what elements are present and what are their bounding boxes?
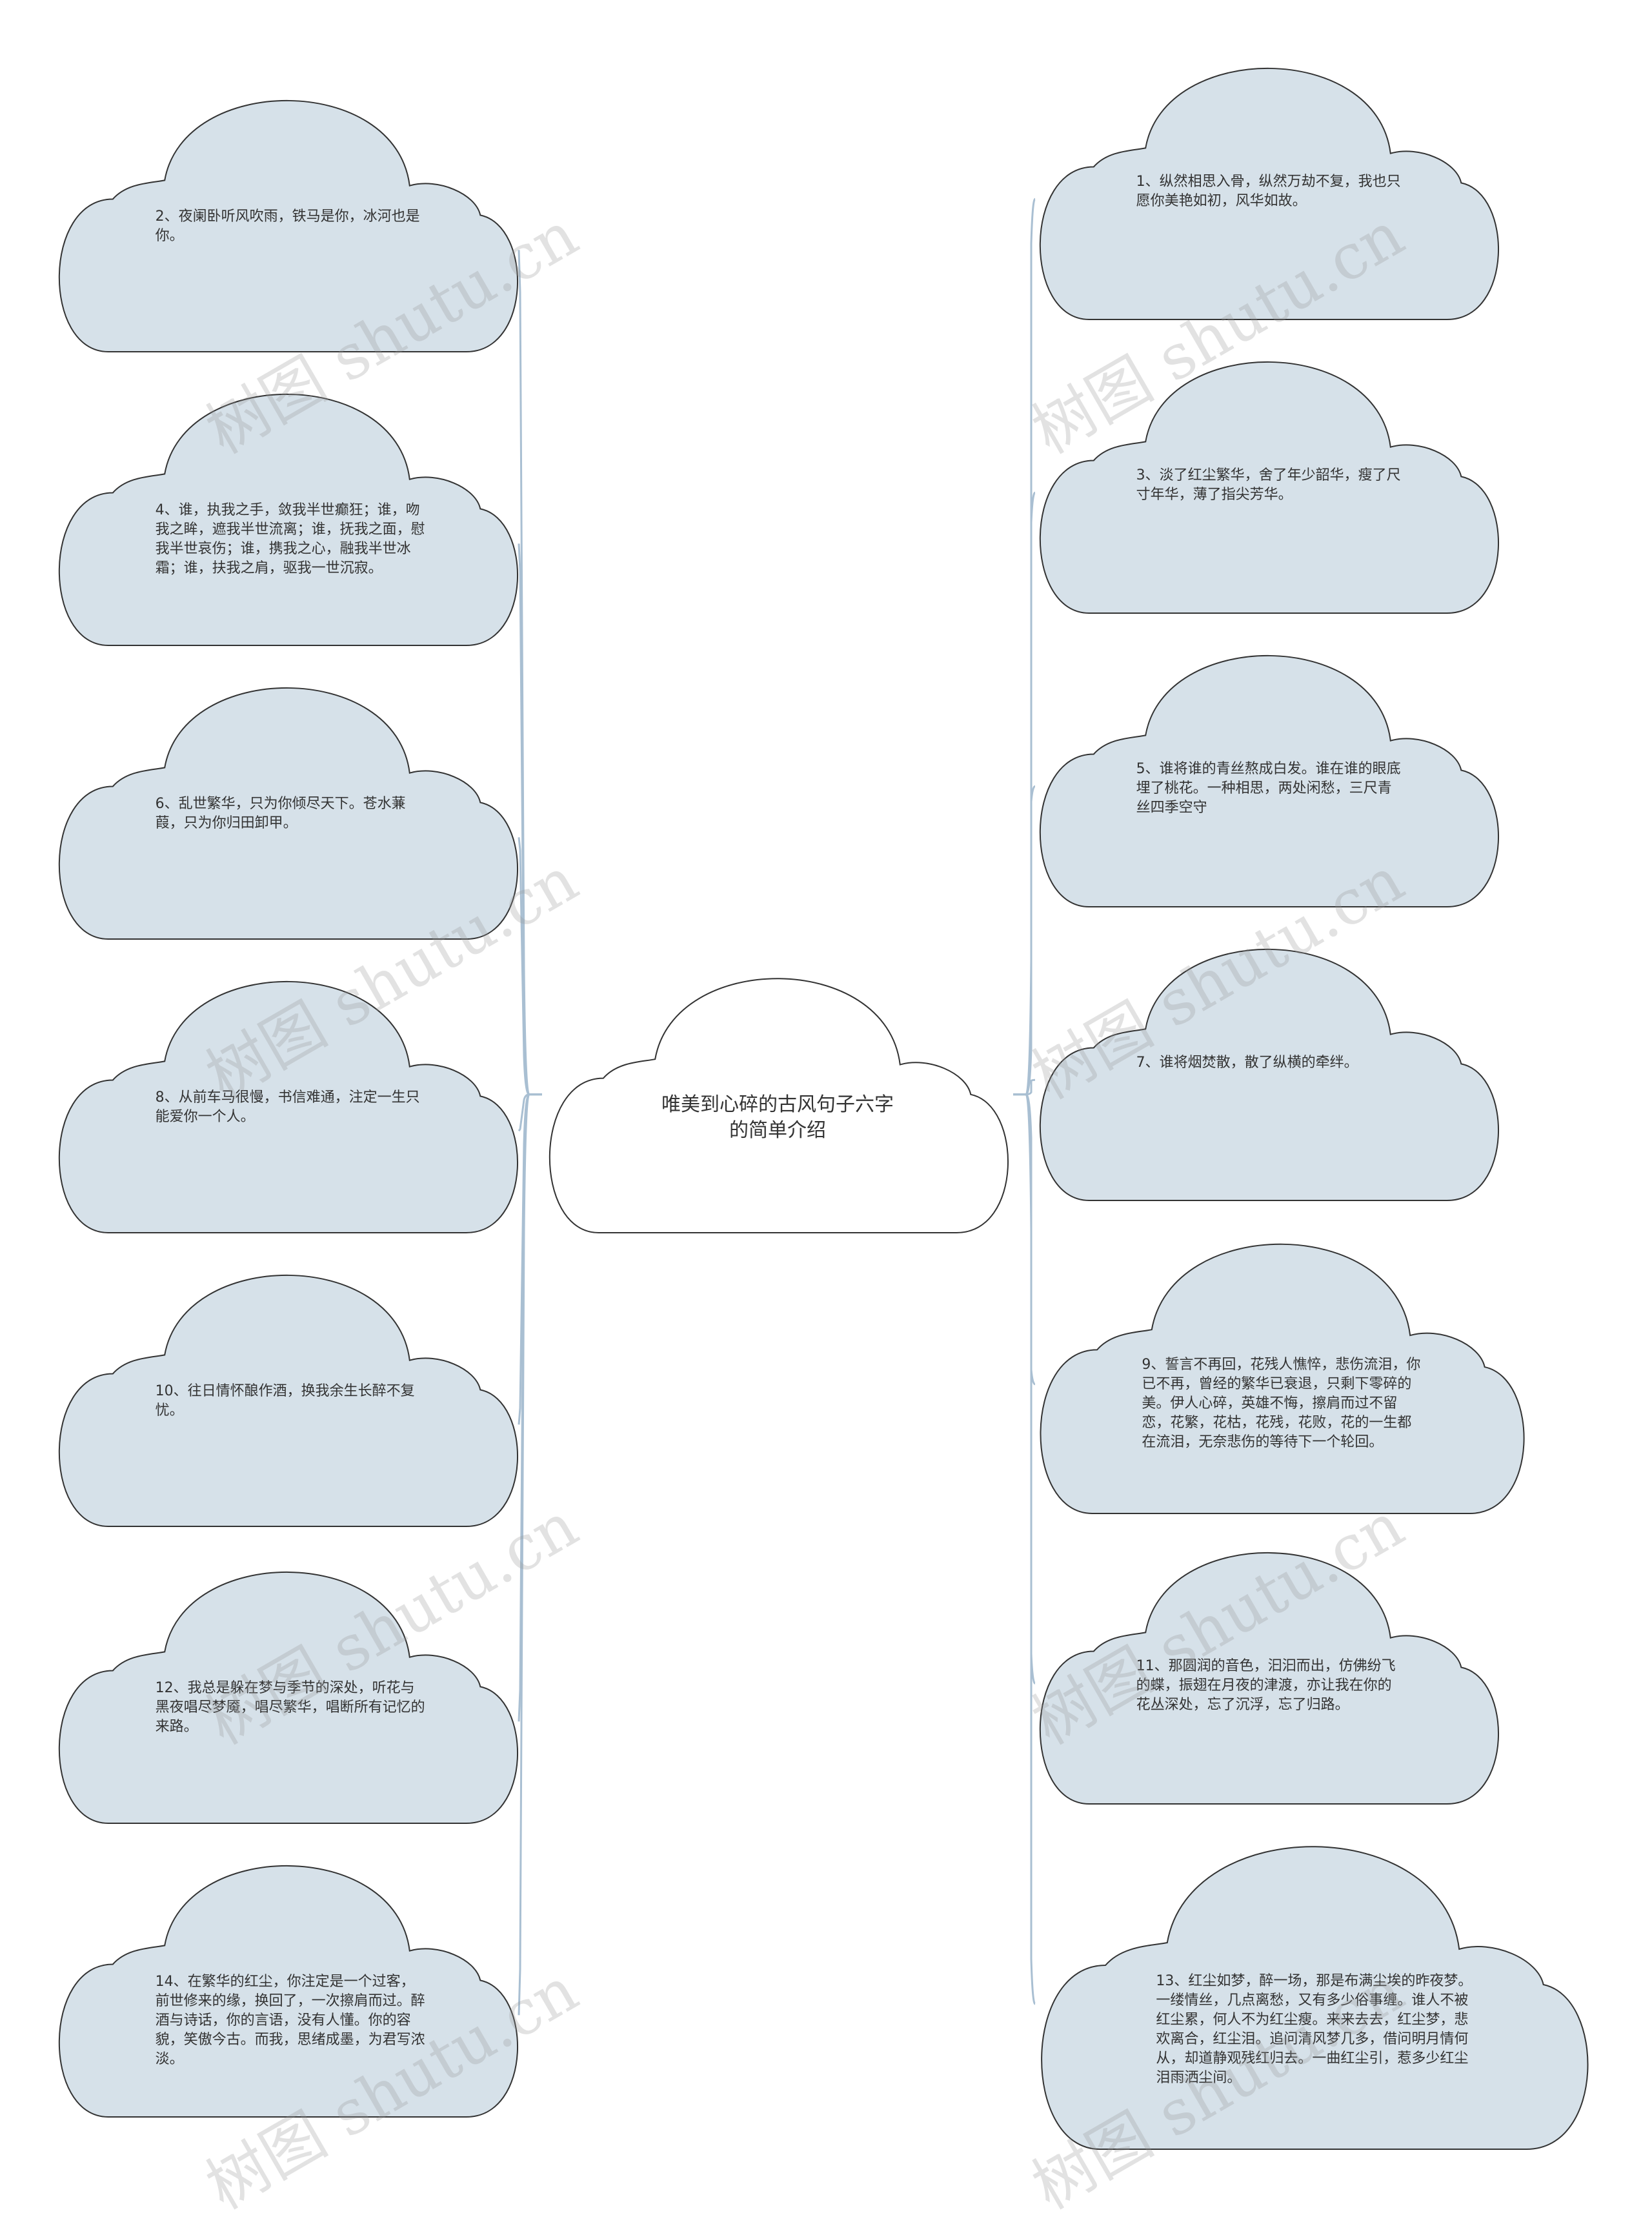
connector-left-3 — [518, 837, 542, 1096]
node-text-left-7: 14、在繁华的红尘，你注定是一个过客，前世修来的缘，换回了，一次擦肩而过。醉酒与… — [155, 1973, 425, 2067]
node-text-left-2: 4、谁，执我之手，敛我半世癫狂；谁，吻我之眸，遮我半世流离；谁，抚我之面，慰我半… — [155, 501, 425, 576]
cloud-node-right-5 — [1040, 1243, 1525, 1514]
cloud-shapes — [58, 67, 1589, 2150]
connector-lines — [518, 197, 1036, 2016]
connector-right-7 — [1013, 1093, 1036, 2005]
node-text-left-5: 10、往日情怀酿作酒，换我余生长醉不复忧。 — [155, 1382, 415, 1419]
cloud-node-right-3 — [1039, 654, 1499, 907]
cloud-node-right-4 — [1039, 948, 1499, 1201]
cloud-node-left-5 — [58, 1274, 518, 1527]
cloud-node-left-4 — [58, 980, 518, 1233]
center-topic-text: 唯美到心碎的古风句子六字的简单介绍 — [661, 1093, 894, 1142]
cloud-node-left-1 — [58, 99, 518, 352]
node-text-right-4: 7、谁将烟焚散，散了纵横的牵绊。 — [1136, 1054, 1358, 1071]
cloud-node-left-7 — [58, 1865, 518, 2118]
node-text-left-4: 8、从前车马很慢，书信难通，注定一生只能爱你一个人。 — [155, 1089, 420, 1125]
connector-right-4 — [1013, 1078, 1036, 1096]
cloud-node-right-1 — [1039, 67, 1499, 320]
node-text-right-6: 11、那圆润的音色，汩汩而出，仿佛纷飞的蝶，振翅在月夜的津渡，亦让我在你的花丛深… — [1136, 1657, 1396, 1713]
node-text-left-6: 12、我总是躲在梦与季节的深处，听花与黑夜唱尽梦魇，唱尽繁华，唱断所有记忆的来路… — [155, 1679, 425, 1735]
cloud-node-left-3 — [58, 687, 518, 940]
node-text-right-1: 1、纵然相思入骨，纵然万劫不复，我也只愿你美艳如初，风华如故。 — [1136, 173, 1401, 209]
node-text-right-5: 9、誓言不再回，花残人憔悴，悲伤流泪，你已不再，曾经的繁华已衰退，只剩下零碎的美… — [1142, 1357, 1421, 1451]
cloud-center-topic — [549, 978, 1009, 1233]
node-text-right-7: 13、红尘如梦，醉一场，那是布满尘埃的昨夜梦。一缕情丝，几点离愁，又有多少俗事缠… — [1156, 1973, 1473, 2086]
cloud-node-left-6 — [58, 1571, 518, 1824]
node-text-right-3: 5、谁将谁的青丝熬成白发。谁在谁的眼底埋了桃花。一种相思，两处闲愁，三尺青丝四季… — [1136, 760, 1401, 816]
connector-left-4 — [518, 1093, 542, 1132]
cloud-node-right-2 — [1039, 361, 1499, 614]
cloud-node-right-7 — [1041, 1846, 1589, 2150]
cloud-node-left-2 — [58, 393, 518, 646]
node-text-left-1: 2、夜阑卧听风吹雨，铁马是你，冰河也是你。 — [155, 208, 420, 244]
connector-left-7 — [518, 1093, 542, 2016]
node-text-left-3: 6、乱世繁华，只为你倾尽天下。苍水蒹葭，只为你归田卸甲。 — [155, 795, 406, 831]
cloud-node-right-6 — [1039, 1552, 1499, 1805]
node-text-right-2: 3、淡了红尘繁华，舍了年少韶华，瘦了尺寸年华，薄了指尖芳华。 — [1136, 467, 1401, 503]
connector-right-3 — [1013, 785, 1036, 1096]
